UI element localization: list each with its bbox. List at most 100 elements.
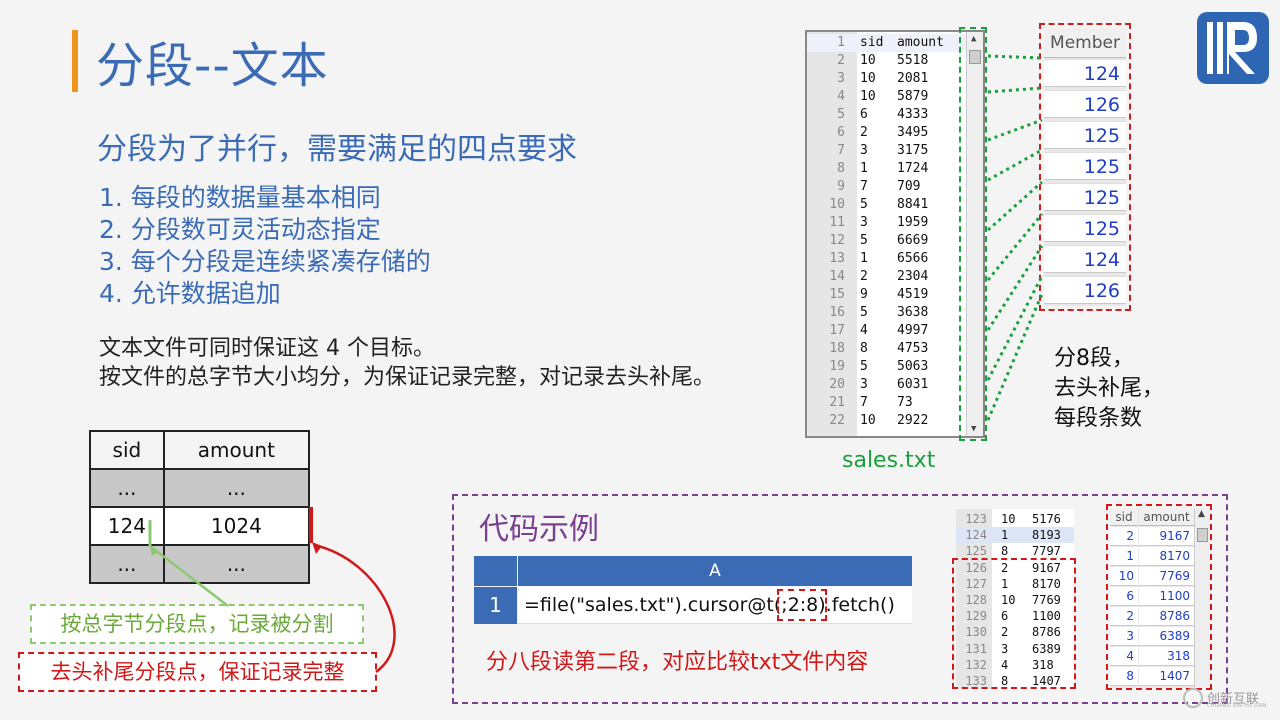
table-row: ... ... — [89, 544, 311, 584]
member-cell: 124 — [1044, 59, 1126, 87]
scroll-up-icon[interactable]: ▲ — [971, 34, 977, 44]
result-amount-cell: 8786 — [1139, 607, 1194, 626]
result-sid-cell: 3 — [1110, 627, 1138, 646]
chevron-up-icon[interactable]: ▲ — [1198, 509, 1205, 519]
result-amount-cell: 9167 — [1139, 527, 1194, 546]
result-scrollbar[interactable]: ▲ — [1194, 508, 1210, 688]
line-number: 10 — [829, 197, 845, 212]
sid-value: 8 — [860, 341, 868, 356]
amount-value: 6389 — [1032, 641, 1061, 656]
sid-value: 1 — [860, 251, 868, 266]
line-number: 129 — [965, 609, 987, 624]
result-sid-cell: 2 — [1110, 607, 1138, 626]
scroll-thumb[interactable] — [1197, 528, 1208, 542]
line-number: 128 — [965, 593, 987, 607]
line-number: 7 — [837, 143, 845, 158]
sid-value: 3 — [860, 215, 868, 230]
line-number: 6 — [837, 125, 845, 140]
requirement-item: 2. 分段数可灵活动态指定 — [99, 215, 381, 244]
amount-value: 2304 — [897, 269, 929, 284]
sid-value: 10 — [860, 53, 876, 68]
grid-row-header[interactable]: 1 — [474, 587, 517, 624]
grid-corner[interactable] — [474, 556, 517, 586]
member-cell: 126 — [1044, 276, 1126, 304]
sid-value: 5 — [860, 197, 868, 212]
line-number: 17 — [829, 323, 845, 338]
amount-value: 4753 — [897, 341, 929, 356]
code-cell[interactable]: =file("sales.txt").cursor@t(;2:8).fetch(… — [518, 587, 912, 624]
amount-value: 5176 — [1032, 512, 1061, 526]
amount-value: 318 — [1032, 657, 1054, 672]
result-amount-cell: 7769 — [1139, 567, 1194, 586]
record-cell: ... — [162, 468, 311, 508]
amount-value: 4997 — [897, 323, 929, 338]
requirements-list: 1. 每段的数据量基本相同 2. 分段数可灵活动态指定 3. 每个分段是连续紧凑… — [99, 182, 431, 310]
editor-scrollbar[interactable]: ▲ ▼ — [966, 32, 983, 436]
amount-value: 73 — [897, 395, 913, 410]
scroll-down-icon[interactable]: ▼ — [971, 424, 977, 434]
sid-value: 9 — [860, 287, 868, 302]
record-table: sid amount ... ... 124 1024 ... ... — [89, 430, 311, 584]
line-number: 9 — [837, 179, 845, 194]
sid-value: 5 — [860, 305, 868, 320]
sid-value: 5 — [860, 359, 868, 374]
record-cell: 1024 — [162, 506, 311, 546]
line-number: 19 — [829, 359, 845, 374]
sid-value: 6 — [860, 107, 868, 122]
amount-value: 3638 — [897, 305, 929, 320]
amount-value: 8170 — [1032, 576, 1061, 591]
result-sid-cell: 8 — [1110, 667, 1138, 686]
logo-r-icon — [1207, 22, 1257, 74]
result-amount-cell: 318 — [1139, 647, 1194, 666]
requirement-item: 1. 每段的数据量基本相同 — [99, 183, 381, 212]
line-number: 13 — [829, 251, 845, 266]
amount-value: 1724 — [897, 161, 929, 176]
member-cell: 125 — [1044, 152, 1126, 180]
sid-value: 2 — [860, 269, 868, 284]
amount-value: 5518 — [897, 53, 929, 68]
sid-value: 2 — [1001, 625, 1009, 640]
grid-column-header[interactable]: A — [518, 556, 912, 586]
description-line: 文本文件可同时保证这 4 个目标。 — [99, 336, 435, 361]
line-number: 131 — [965, 641, 987, 656]
amount-value: 6669 — [897, 233, 929, 248]
mini-editor-highlight — [952, 558, 1076, 689]
table-row: ... ... — [89, 468, 311, 508]
sid-value: 10 — [1001, 512, 1016, 526]
amount-value: amount — [897, 35, 944, 50]
line-number: 123 — [965, 512, 987, 526]
sid-value: 10 — [860, 89, 876, 104]
record-complete-note: 去头补尾分段点，保证记录完整 — [18, 652, 377, 692]
scroll-thumb[interactable] — [969, 50, 981, 64]
sid-value: 7 — [860, 179, 868, 194]
segment-note-line: 去头补尾， — [1054, 376, 1165, 401]
amount-value: 3175 — [897, 143, 929, 158]
member-header: Member — [1044, 28, 1126, 58]
line-number: 15 — [829, 287, 845, 302]
result-table-highlight — [1106, 504, 1212, 690]
requirement-item: 3. 每个分段是连续紧凑存储的 — [99, 247, 431, 276]
amount-value: 2922 — [897, 413, 929, 428]
sid-value: 2 — [1001, 560, 1009, 575]
amount-value: 1100 — [1032, 609, 1061, 624]
record-cell: ... — [162, 544, 311, 584]
line-number: 130 — [965, 625, 987, 640]
watermark-text: 创新互联 — [1207, 692, 1260, 707]
line-number: 133 — [965, 674, 987, 688]
sid-value: 2 — [860, 125, 868, 140]
line-number: 127 — [965, 576, 987, 591]
